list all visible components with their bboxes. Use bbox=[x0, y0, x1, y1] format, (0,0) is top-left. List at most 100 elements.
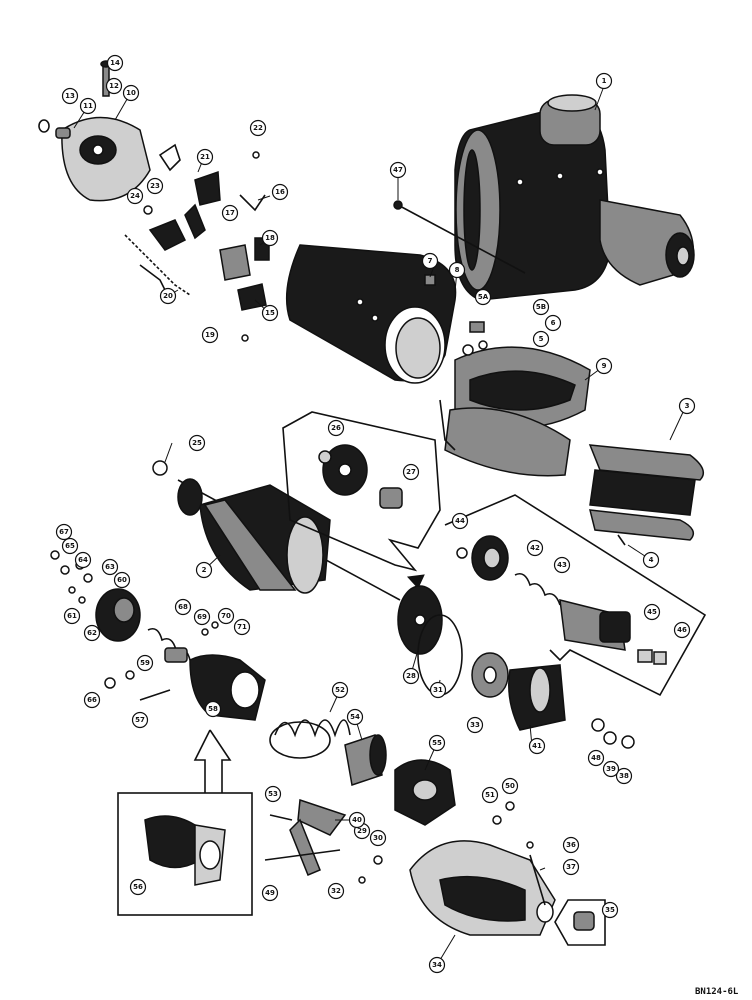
callout-number: 39 bbox=[606, 765, 616, 773]
callout-number: 1 bbox=[602, 77, 607, 85]
callout-30: 30 bbox=[369, 829, 387, 847]
callout-circle bbox=[474, 288, 492, 306]
callout-circle bbox=[221, 204, 239, 222]
callout-circle bbox=[501, 777, 519, 795]
callout-37: 37 bbox=[562, 858, 580, 876]
through-bolt bbox=[393, 200, 526, 274]
callout-circle bbox=[249, 119, 267, 137]
callout-35: 35 bbox=[601, 901, 619, 919]
callout-number: 44 bbox=[455, 517, 465, 525]
callout-57: 57 bbox=[131, 711, 149, 729]
callout-number: 54 bbox=[350, 713, 360, 721]
callout-circle bbox=[402, 667, 420, 685]
callout-circle bbox=[587, 749, 605, 767]
callout-68: 68 bbox=[174, 598, 192, 616]
callout-circle bbox=[195, 561, 213, 579]
callout-circle bbox=[61, 87, 79, 105]
callout-number: 5A bbox=[478, 293, 489, 301]
callout-circle bbox=[264, 785, 282, 803]
callout-circle bbox=[451, 512, 469, 530]
callout-number: 26 bbox=[331, 424, 341, 432]
callout-circle bbox=[122, 84, 140, 102]
callout-28: 28 bbox=[402, 667, 420, 685]
callout-33: 33 bbox=[466, 716, 484, 734]
inset-solenoid-box bbox=[117, 729, 253, 916]
callout-34: 34 bbox=[428, 956, 446, 974]
drive-housing bbox=[358, 801, 556, 936]
callout-number: 59 bbox=[140, 659, 150, 667]
callout-40: 40 bbox=[348, 811, 366, 829]
callout-12: 12 bbox=[105, 77, 123, 95]
callout-circle bbox=[271, 183, 289, 201]
callout-43: 43 bbox=[553, 556, 571, 574]
callout-number: 46 bbox=[677, 626, 687, 634]
callout-number: 24 bbox=[130, 192, 140, 200]
callout-36: 36 bbox=[562, 836, 580, 854]
callout-61: 61 bbox=[63, 607, 81, 625]
callout-number: 7 bbox=[428, 257, 433, 265]
callout-number: 22 bbox=[253, 124, 263, 132]
callout-26: 26 bbox=[327, 419, 345, 437]
callout-circle bbox=[429, 681, 447, 699]
callout-circle bbox=[113, 571, 131, 589]
callout-circle bbox=[643, 603, 661, 621]
callout-3: 3 bbox=[678, 397, 696, 415]
callout-circle bbox=[83, 691, 101, 709]
callout-circle bbox=[327, 882, 345, 900]
callout-number: 71 bbox=[237, 623, 247, 631]
callout-circle bbox=[481, 786, 499, 804]
callout-number: 35 bbox=[605, 906, 615, 914]
callout-number: 25 bbox=[192, 439, 202, 447]
callout-number: 41 bbox=[532, 742, 542, 750]
callout-number: 33 bbox=[470, 721, 480, 729]
callout-27: 27 bbox=[402, 463, 420, 481]
callout-number: 40 bbox=[352, 816, 362, 824]
callout-5a: 5A bbox=[474, 288, 492, 306]
callout-4: 4 bbox=[642, 551, 660, 569]
callout-number: 23 bbox=[150, 182, 160, 190]
callout-5: 5 bbox=[532, 330, 550, 348]
callout-circle bbox=[159, 287, 177, 305]
callout-markers: 13455A5B67891011121314151617181920212223… bbox=[55, 54, 696, 974]
callout-15: 15 bbox=[261, 304, 279, 322]
callout-17: 17 bbox=[221, 204, 239, 222]
figure-code: BN124-6L bbox=[695, 987, 739, 997]
callout-number: 21 bbox=[200, 153, 210, 161]
callout-number: 5 bbox=[539, 335, 544, 343]
armature bbox=[152, 460, 401, 601]
callout-45: 45 bbox=[643, 603, 661, 621]
callout-number: 42 bbox=[530, 544, 540, 552]
callout-number: 5B bbox=[536, 303, 546, 311]
callout-23: 23 bbox=[146, 177, 164, 195]
callout-circle bbox=[129, 878, 147, 896]
callout-71: 71 bbox=[233, 618, 251, 636]
callout-47: 47 bbox=[389, 161, 407, 179]
callout-38: 38 bbox=[615, 767, 633, 785]
callout-number: 56 bbox=[133, 883, 143, 891]
callout-31: 31 bbox=[429, 681, 447, 699]
callout-circle bbox=[204, 700, 222, 718]
callout-circle bbox=[348, 811, 366, 829]
callout-number: 32 bbox=[331, 887, 341, 895]
callout-circle bbox=[595, 72, 613, 90]
callout-number: 66 bbox=[87, 696, 97, 704]
callout-18: 18 bbox=[261, 229, 279, 247]
callout-circle bbox=[528, 737, 546, 755]
callout-circle bbox=[553, 556, 571, 574]
callout-circle bbox=[642, 551, 660, 569]
callout-46: 46 bbox=[673, 621, 691, 639]
callout-67: 67 bbox=[55, 523, 73, 541]
callout-circle bbox=[601, 901, 619, 919]
callout-circle bbox=[602, 760, 620, 778]
callout-59: 59 bbox=[136, 654, 154, 672]
callout-41: 41 bbox=[528, 737, 546, 755]
field-coils bbox=[439, 321, 591, 477]
callout-circle bbox=[562, 836, 580, 854]
callout-circle bbox=[74, 551, 92, 569]
callout-9: 9 bbox=[595, 357, 613, 375]
plunger bbox=[344, 734, 387, 786]
callout-42: 42 bbox=[526, 539, 544, 557]
callout-circle bbox=[131, 711, 149, 729]
callout-number: 70 bbox=[221, 612, 231, 620]
callout-69: 69 bbox=[193, 608, 211, 626]
